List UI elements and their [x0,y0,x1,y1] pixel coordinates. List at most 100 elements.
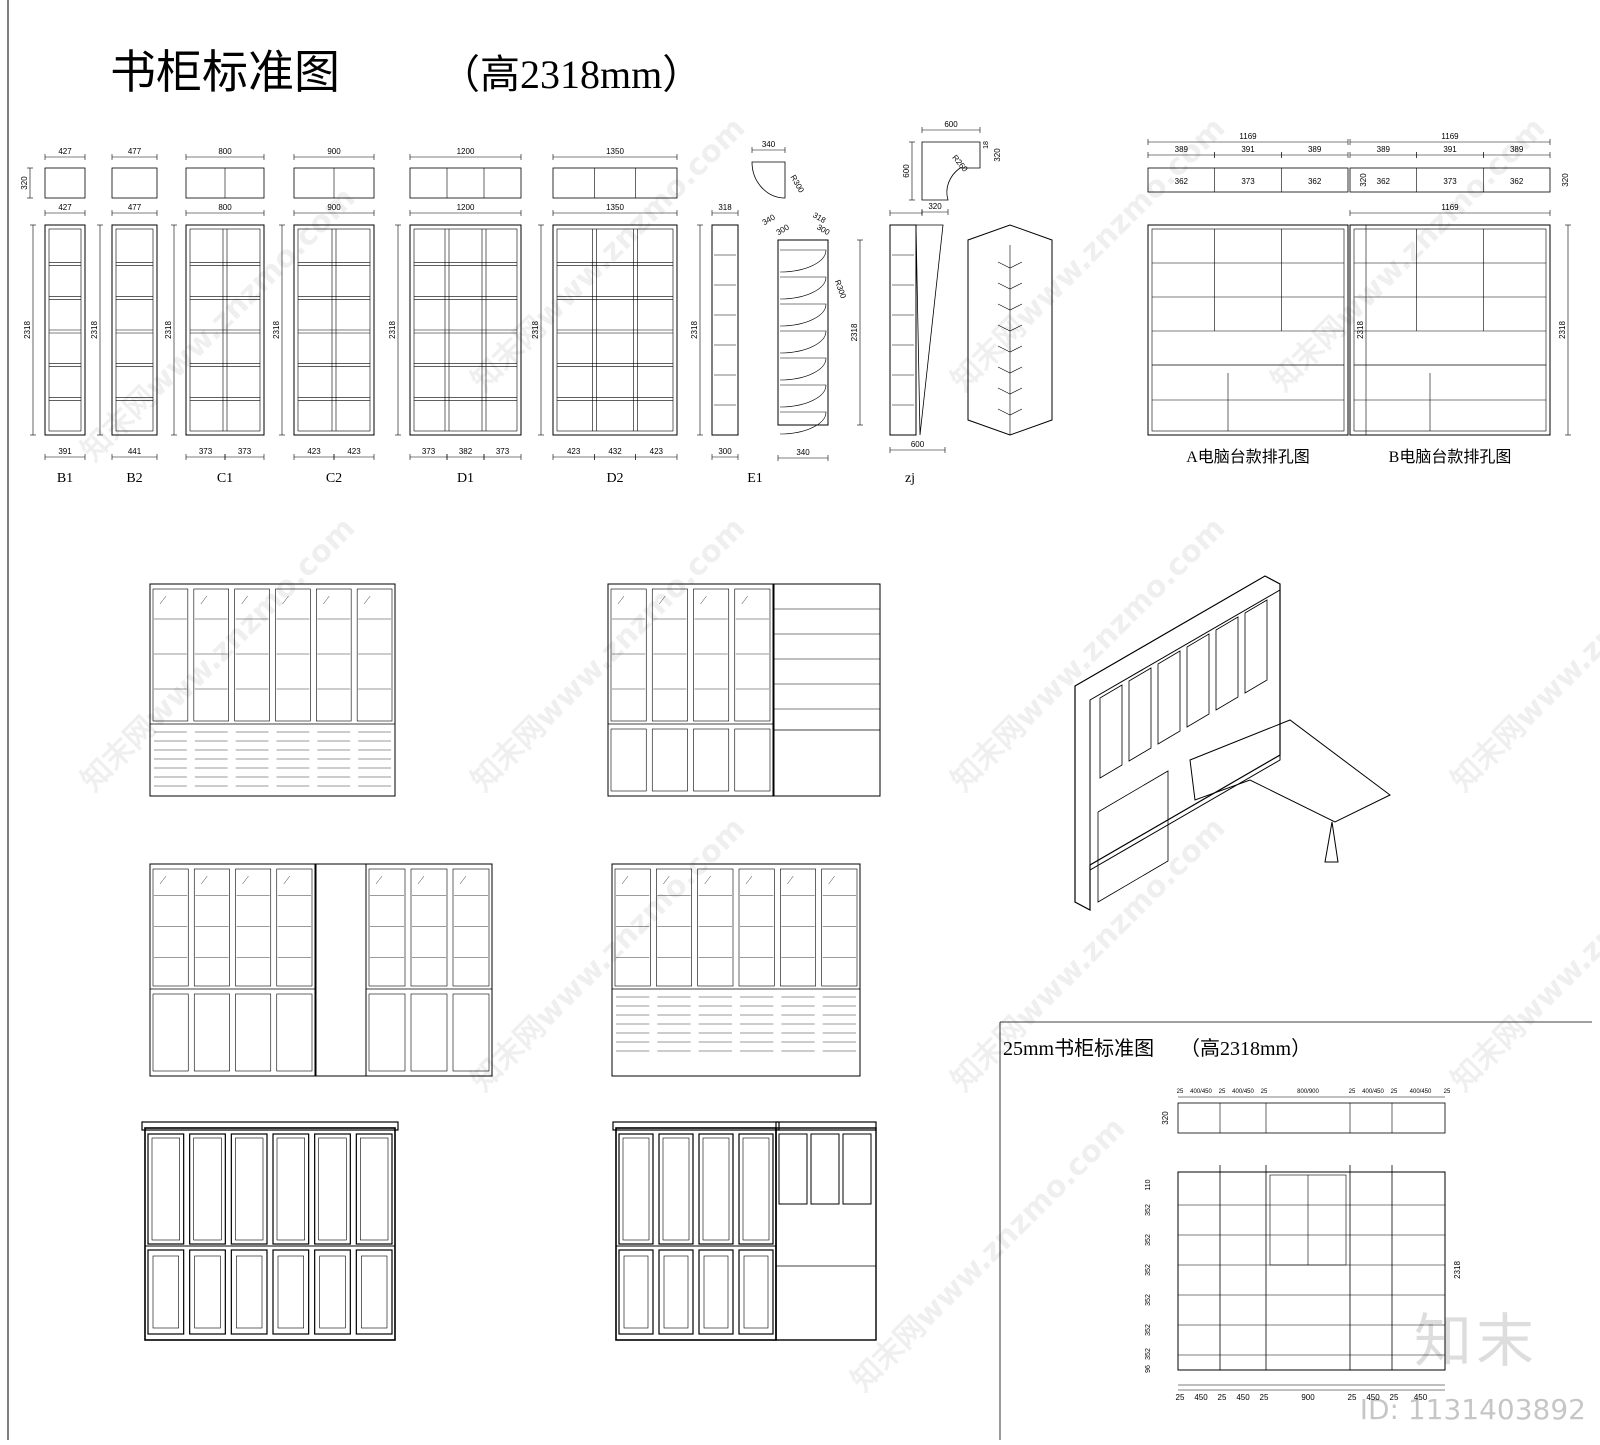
iso-glass-door [1099,684,1123,779]
combo-5-glass-inner [151,1137,180,1241]
combo-3a-glass-mark [159,875,167,885]
cabinet-b1-front-width-text: 427 [58,203,72,212]
combo-3a-lower-door [276,993,313,1072]
combo-4-glass-mark [745,875,753,885]
combo-6b-outline [775,1127,877,1341]
std25-left-dim: 352 [1145,1324,1152,1336]
combo-1-glass-mark [241,595,248,605]
combo-3a-lower-door [152,993,189,1072]
e1-height-text: 2318 [690,321,699,339]
cabinet-d1-bottom-dim-text: 373 [422,447,436,456]
std25-left-dim: 110 [1145,1179,1152,1190]
combo-2a-lower-door [651,728,688,792]
zj-plan-radius: R260 [950,153,970,174]
combo-5-glass-door [189,1133,226,1245]
combo-3b-glass-mark [375,875,383,885]
std25-title: 25mm书柜标准图 [1003,1037,1154,1060]
std25-left-dim: 352 [1145,1294,1152,1306]
iso-glass-door [1186,633,1210,728]
e1-iso-shelf [779,357,827,381]
std25-bottom-dim: 450 [1194,1393,1208,1402]
cabinet-b1-front [44,224,86,436]
combo-5-panel-door [272,1249,310,1335]
combo-6a-glass-inner [622,1137,650,1241]
zj-front [889,224,917,436]
zj-plan-depth-text: 600 [902,164,911,178]
cabinet-c2-plan-width-text: 900 [327,147,341,156]
cabinet-c1-front-width-text: 800 [218,203,232,212]
desk-a-plan-seg-text: 389 [1308,145,1322,154]
combo-3a-door [152,868,189,987]
combo-2a-lower-door [610,728,647,792]
desk-b-plan-width-text: 1169 [1441,132,1459,141]
std25-top-dim: 400/450 [1362,1089,1384,1095]
iso-cabinet-back [1074,575,1281,911]
e1-iso-dim-c: 300 [775,222,792,237]
combo-3a-glass-mark [242,875,249,885]
combo-2a-lower-door [693,728,730,792]
combo-3b-door [410,868,448,987]
cabinet-b2-plan-width-text: 477 [128,147,142,156]
cabinet-d2-height-text: 2318 [531,321,540,339]
combo-3a-door [193,868,230,987]
combo-6a-outline [615,1127,777,1341]
combo-5-glass-inner [360,1137,389,1241]
cabinet-c2-label: C2 [326,471,342,486]
combo-6b-glass [778,1133,808,1205]
zj-iso-shelf [997,366,1023,374]
e1-iso-shelf [779,384,827,408]
cabinet-d1-bottom-dim-text: 382 [459,447,473,456]
zj-plan [921,141,981,201]
combo-1-door [316,588,352,722]
combo-6a-panel-door [618,1249,654,1335]
e1-iso-shelf [779,411,827,435]
combo-5-panel-door [147,1249,185,1335]
combo-5-panel-door [355,1249,393,1335]
e1-front [711,224,739,436]
combo-3b-door [452,868,490,987]
desk-b-front-width-text: 1169 [1441,203,1459,212]
combo-4-glass-mark [621,875,629,885]
combo-2a-glass-mark [700,595,707,605]
zj-iso-shelf [997,324,1023,332]
zj-iso-shelf [997,387,1023,395]
combo-2a-glass-mark [617,595,625,605]
combo-5-glass-door [272,1133,310,1245]
std25-bottom-dim: 25 [1218,1393,1227,1402]
e1-iso-shelf [779,249,827,273]
combo-5-panel-inner [319,1255,346,1329]
cabinet-c2-height-text: 2318 [272,321,281,339]
iso-glass-door [1215,616,1239,711]
zj-plan-side: 320 [993,148,1002,162]
cabinet-d1-height-text: 2318 [388,321,397,339]
combo-3a-door [276,868,313,987]
zj-plan-bottom-text: 320 [928,202,942,211]
desk-a-label: A电脑台款排孔图 [1186,448,1310,466]
combo-5-glass-inner [276,1137,305,1241]
combo-6a-panel-inner [743,1255,769,1329]
combo-5-panel-inner [361,1255,388,1329]
cabinet-c1-plan-width-text: 800 [218,147,232,156]
combo-6a-glass-inner [662,1137,690,1241]
combo-5-panel-inner [236,1255,263,1329]
e1-iso-shelf [779,303,827,327]
desk-b-front [1349,224,1551,436]
std25-bottom-dim: 25 [1176,1393,1185,1402]
cabinet-d2-bottom-dim-text: 423 [650,447,664,456]
cabinet-d1-plan [409,167,522,199]
combo-2a-glass-mark [659,595,666,605]
cabinet-c1-bottom-dim-text: 373 [199,447,213,456]
combo-4-door [697,868,734,987]
combo-6a-crown [612,1121,780,1131]
desk-a-plan-inner: 373 [1241,177,1255,186]
e1-iso-radius: R300 [833,279,848,301]
cabinet-d2-front-width-text: 1350 [606,203,624,212]
combo-3b-outline [365,863,493,1077]
desk-a-plan-seg-text: 389 [1175,145,1189,154]
desk-b-plan [1349,167,1551,193]
cabinet-b2-height-text: 2318 [90,321,99,339]
combo-4-door [821,868,858,987]
combo-2a-door [651,588,688,722]
